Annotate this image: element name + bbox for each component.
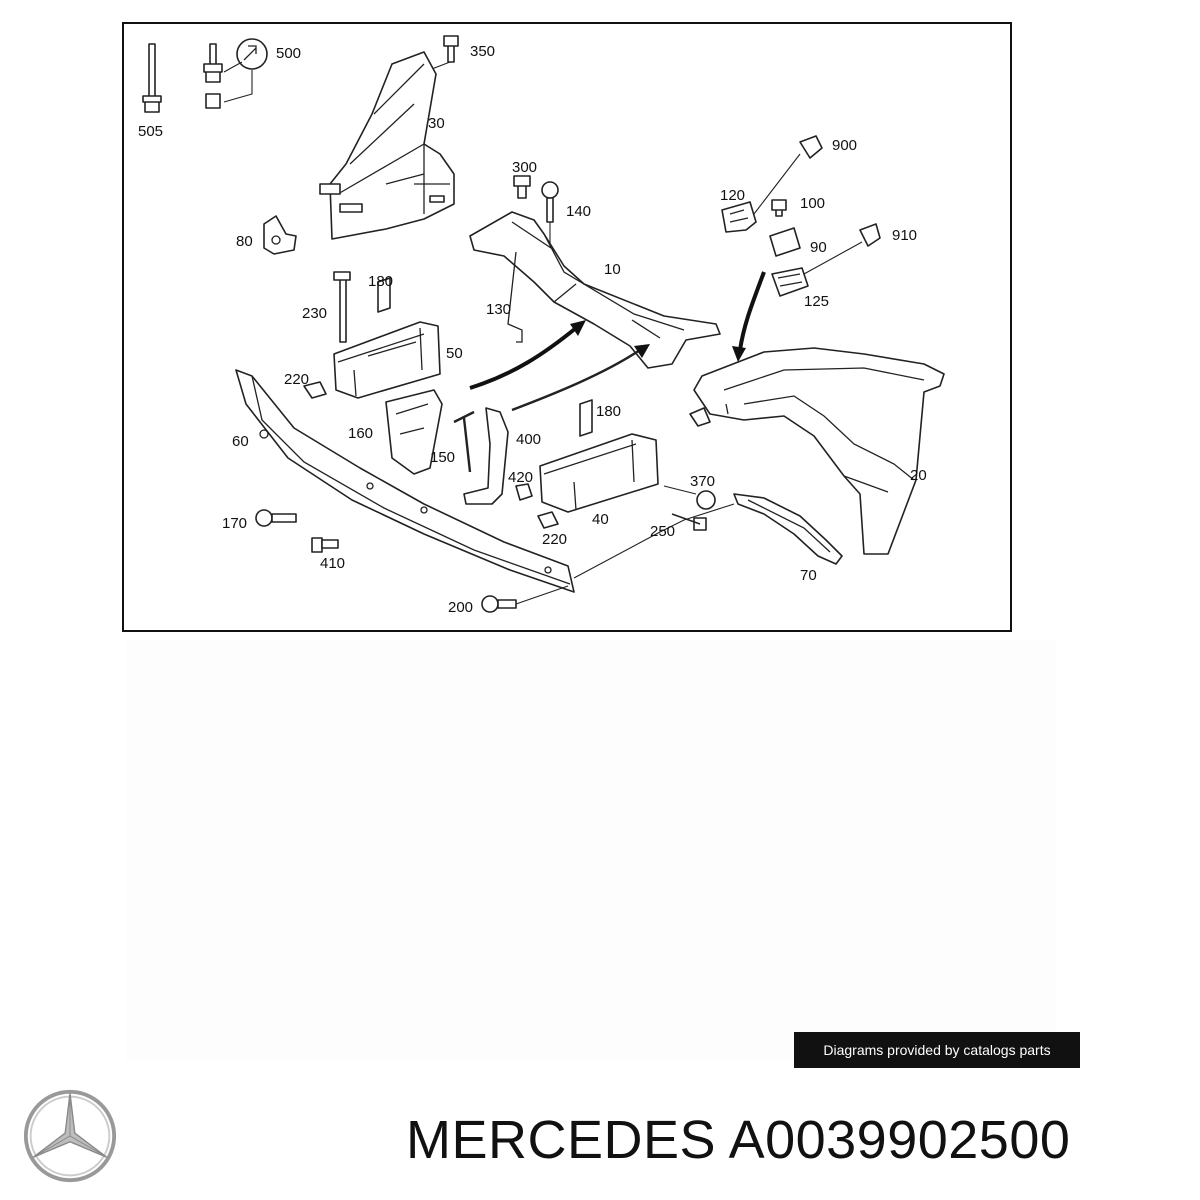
callout-140: 140 — [566, 203, 591, 220]
bolt-140 — [541, 181, 559, 264]
callout-125: 125 — [804, 293, 829, 310]
arrow-head-3 — [732, 346, 746, 362]
bolt-200 — [481, 585, 569, 613]
bolt-410 — [311, 537, 339, 553]
callout-30: 30 — [428, 115, 445, 132]
arrow-head-2 — [634, 344, 650, 358]
callout-60: 60 — [232, 433, 249, 450]
clip-220-center — [537, 511, 559, 529]
bolt-250 — [671, 513, 707, 531]
bolt-170 — [255, 509, 297, 527]
callout-150: 150 — [430, 449, 455, 466]
callout-100: 100 — [800, 195, 825, 212]
callout-350: 350 — [470, 43, 495, 60]
nut-420 — [515, 483, 533, 501]
callout-505: 505 — [138, 123, 163, 140]
callout-50: 50 — [446, 345, 463, 362]
part-30-bracket — [319, 51, 455, 240]
part-150-strut — [453, 410, 475, 473]
callout-420: 420 — [508, 469, 533, 486]
part-160-bracket — [385, 389, 443, 475]
part-20-frame — [689, 347, 945, 555]
callout-410: 410 — [320, 555, 345, 572]
bolt-370 — [663, 485, 716, 510]
callout-80: 80 — [236, 233, 253, 250]
part-80-clip — [263, 215, 297, 255]
callout-200: 200 — [448, 599, 473, 616]
arrow-400-to-10 — [511, 349, 641, 412]
callout-120: 120 — [720, 187, 745, 204]
callout-170: 170 — [222, 515, 247, 532]
bolts-500 — [203, 38, 268, 109]
callout-180-center: 180 — [596, 403, 621, 420]
arrow-50-to-10 — [469, 326, 578, 390]
callout-130: 130 — [486, 301, 511, 318]
clip-910 — [803, 223, 881, 275]
callout-900: 900 — [832, 137, 857, 154]
callout-40: 40 — [592, 511, 609, 528]
clip-220-left — [303, 381, 327, 399]
callout-70: 70 — [800, 567, 817, 584]
diagram-drawing: 505 500 350 30 300 140 900 120 100 90 91… — [138, 35, 945, 616]
callout-180-left: 180 — [368, 273, 393, 290]
callout-10: 10 — [604, 261, 621, 278]
callout-300: 300 — [512, 159, 537, 176]
part-90-holder — [769, 227, 801, 257]
arrow-clips-to-20 — [738, 271, 766, 351]
part-70-rail — [573, 493, 843, 579]
part-125-guide — [771, 267, 809, 297]
parts-diagram: 505 500 350 30 300 140 900 120 100 90 91… — [122, 22, 1012, 632]
credit-badge: Diagrams provided by catalogs parts — [794, 1032, 1080, 1068]
callout-370: 370 — [690, 473, 715, 490]
part-50-mount — [333, 271, 441, 399]
part-10-crossmember — [469, 211, 721, 369]
part-40-mount — [539, 399, 659, 513]
clip-900 — [753, 135, 823, 215]
callout-160: 160 — [348, 425, 373, 442]
callout-400: 400 — [516, 431, 541, 448]
callout-910: 910 — [892, 227, 917, 244]
part-120-holder — [721, 201, 757, 233]
mercedes-star-icon — [23, 1089, 117, 1183]
callout-220-left: 220 — [284, 371, 309, 388]
callout-230: 230 — [302, 305, 327, 322]
part-400-bracket — [463, 407, 509, 505]
callout-220-center: 220 — [542, 531, 567, 548]
arrow-head-1 — [570, 320, 586, 336]
part-60-beam — [235, 369, 575, 593]
callout-250: 250 — [650, 523, 675, 540]
watermark-area — [126, 640, 1056, 1060]
callout-90: 90 — [810, 239, 827, 256]
part-number-title: MERCEDES A0039902500 — [406, 1110, 1071, 1170]
bolt-300 — [513, 175, 531, 199]
bolt-505 — [142, 43, 162, 113]
callout-500: 500 — [276, 45, 301, 62]
callout-20: 20 — [910, 467, 927, 484]
bolt-100 — [771, 199, 787, 217]
